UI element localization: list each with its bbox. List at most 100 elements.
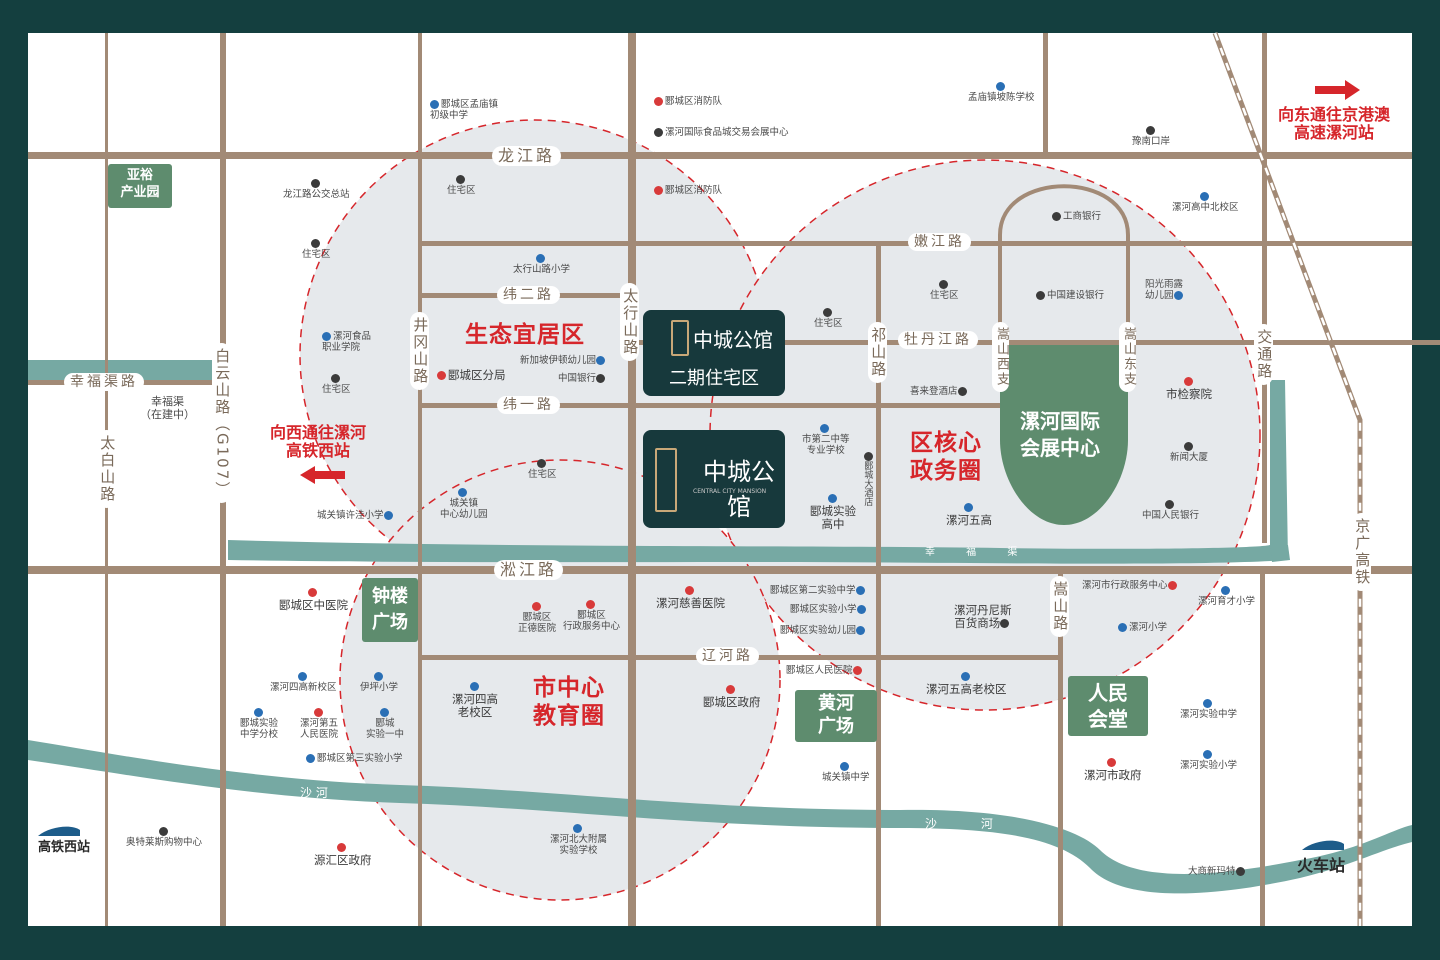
bank-icon	[1052, 212, 1061, 221]
poi-xingfuqu-building: 幸福渠 （在建中）	[140, 395, 195, 421]
poi-cishan-hospital: 漯河慈善医院	[656, 584, 725, 610]
school-icon	[596, 356, 606, 365]
residential-icon	[822, 308, 832, 317]
school-icon	[1203, 750, 1212, 759]
poi-xilaideng: 喜来登酒店	[910, 386, 969, 398]
fire-station-icon	[654, 186, 663, 195]
poi-zhengde-hospital: 郾城区 正德医院	[518, 602, 556, 635]
poi-boc: 中国银行	[558, 373, 607, 385]
road-jinggangshan: 井冈山路	[410, 312, 430, 390]
school-icon	[960, 672, 970, 681]
poi-yancheng-hotel: 郾城大酒店	[862, 452, 875, 506]
poi-chengguan-kg: 城关镇 中心幼儿园	[440, 488, 488, 521]
project-logo-icon	[671, 320, 689, 356]
shopping-icon	[158, 827, 168, 836]
school-icon	[379, 708, 389, 717]
train-east-icon	[1302, 840, 1344, 850]
road-weier: 纬二路	[497, 286, 560, 305]
bank-icon	[596, 374, 606, 383]
poi-pboc: 中国人民银行	[1142, 500, 1199, 522]
poi-sunshine-kg: 阳光雨露 幼儿园	[1145, 279, 1184, 301]
poi-yancheng-exp-high: 郾城实验 高中	[810, 492, 856, 532]
project-phase2-name: 中城公馆	[693, 328, 773, 352]
road-expo-loop	[998, 184, 1130, 340]
road-baiyunshan: 白云山路（G107）	[212, 343, 232, 504]
poi-ccb: 中国建设银行	[1036, 290, 1104, 302]
road-jingguang: 京广高铁	[1352, 513, 1372, 591]
poi-yancheng-exp-1: 郾城 实验一中	[366, 708, 404, 741]
zone-ecological: 生态宜居区	[465, 322, 585, 348]
school-icon	[963, 503, 973, 512]
river-shahe-left-label: 沙 河	[300, 786, 328, 800]
poi-no2-vocational: 市第二中等 专业学校	[802, 424, 850, 457]
building-icon	[654, 128, 663, 137]
poi-no3-exp-primary: 郾城区第三实验小学	[306, 753, 403, 765]
station-train: 火车站	[1297, 856, 1346, 875]
government-icon	[586, 600, 595, 609]
school-icon	[827, 494, 837, 503]
fire-station-icon	[654, 97, 663, 106]
government-icon	[337, 843, 347, 852]
school-icon	[995, 82, 1005, 91]
residential-icon	[310, 239, 320, 248]
government-icon	[1107, 758, 1117, 767]
station-gaotie-west: 高铁西站	[38, 840, 91, 855]
road-songshan: 嵩山路	[1050, 576, 1070, 637]
green-expo: 漯河国际 会展中心	[1020, 409, 1100, 460]
green-yayu: 亚裕 产业园	[108, 164, 172, 208]
poi-admin-center: 郾城区 行政服务中心	[563, 600, 620, 633]
residential-icon	[938, 280, 948, 289]
poi-beida: 漯河北大附属 实验学校	[550, 824, 607, 857]
poi-yancheng-branch: 郾城实验 中学分校	[240, 708, 278, 741]
poi-yiping: 伊坪小学	[360, 672, 398, 694]
project-main-sub: CENTRAL CITY MANSION	[693, 488, 767, 495]
project-phase2-sub: 二期住宅区	[669, 368, 759, 389]
train-west-icon	[38, 826, 80, 836]
school-icon	[840, 762, 850, 771]
arrow-east	[1315, 80, 1360, 100]
poi-dashang: 大商新玛特	[1188, 866, 1247, 878]
green-huanghe: 黄河 广场	[795, 690, 877, 742]
school-icon	[430, 100, 439, 109]
school-icon	[1203, 699, 1212, 708]
school-icon	[855, 586, 865, 595]
poi-residential-a: 住宅区	[447, 175, 476, 197]
police-icon	[437, 371, 446, 380]
poi-exp-primary2: 漯河实验小学	[1180, 750, 1237, 772]
direction-west: 向西通往漯河 高铁西站	[270, 423, 367, 461]
school-icon	[1118, 623, 1127, 632]
poi-food-center: 漯河国际食品城交易会展中心	[654, 127, 789, 139]
poi-icbc: 工商银行	[1052, 211, 1101, 223]
project-main-logo-icon	[655, 448, 677, 512]
poi-yuanhui-gov: 源汇区政府	[314, 841, 372, 867]
hotel-icon	[864, 452, 874, 461]
project-phase2-box[interactable]: 中城公馆 二期住宅区	[643, 310, 785, 396]
school-icon	[306, 754, 315, 763]
poi-yancheng-hospital: 郾城区中医院	[279, 586, 348, 612]
shopping-icon	[1235, 867, 1245, 876]
school-icon	[1199, 192, 1209, 201]
road-songshanxizhi: 嵩山西支	[992, 322, 1009, 392]
poi-longjiang-bus: 龙江路公交总站	[283, 179, 350, 201]
road-taihangshan: 太行山路	[620, 283, 640, 361]
road-qishan: 祁山路	[868, 322, 888, 383]
government-icon	[726, 685, 736, 694]
poi-dennis: 漯河丹尼斯 百货商场	[954, 603, 1012, 631]
poi-yucai: 漯河育才小学	[1198, 586, 1255, 608]
poi-luohe-primary: 漯河小学	[1118, 622, 1167, 634]
poi-residential-d: 住宅区	[814, 308, 843, 330]
road-mudanjiang: 牡丹江路	[898, 331, 978, 350]
poi-no5-old: 漯河五高老校区	[926, 670, 1007, 696]
road-taibaishan: 太白山路	[97, 430, 117, 508]
school-icon	[253, 708, 263, 717]
poi-district-gov: 郾城区政府	[703, 683, 761, 709]
school-icon	[373, 672, 383, 681]
project-main-box[interactable]: 中城公馆 CENTRAL CITY MANSION	[643, 430, 785, 528]
green-zhonglou: 钟楼 广场	[362, 578, 418, 642]
poi-residential-f: 住宅区	[528, 459, 557, 481]
school-icon	[856, 605, 866, 614]
zone-education: 市中心 教育圈	[533, 675, 605, 729]
road-longjiang: 龙江路	[492, 146, 562, 167]
poi-people-hospital: 郾城区人民医院	[786, 665, 864, 677]
poi-no5-people-hospital: 漯河第五 人民医院	[300, 708, 338, 741]
